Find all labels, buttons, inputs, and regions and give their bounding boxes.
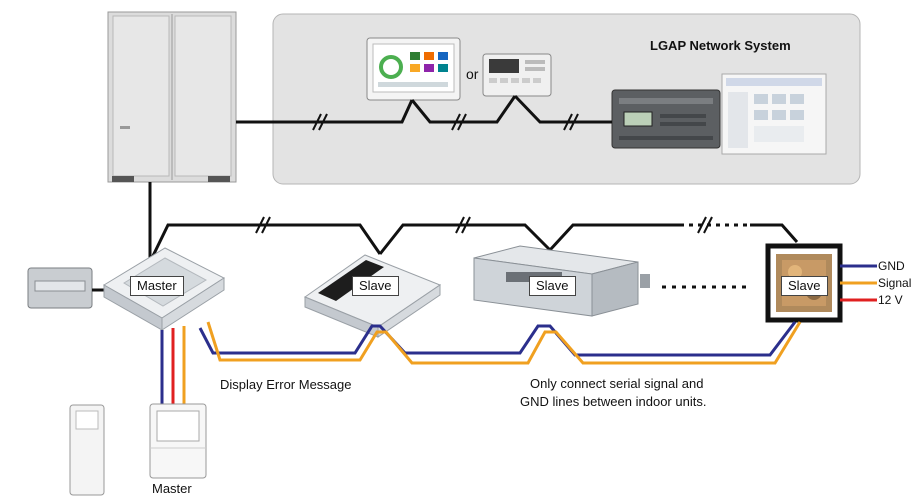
break-marks-top — [312, 113, 579, 131]
master-unit-label: Master — [130, 276, 184, 296]
power-legend-label: 12 V — [878, 293, 903, 307]
display-error-annotation: Display Error Message — [220, 377, 352, 392]
wiring-legend-lines — [840, 264, 877, 302]
pc-software-screen — [721, 73, 827, 155]
signal-legend-label: Signal — [878, 276, 912, 290]
network-line-indoor — [148, 223, 799, 263]
serial-note-line1: Only connect serial signal and — [530, 376, 704, 391]
gnd-legend-label: GND — [878, 259, 905, 273]
signal-wire — [206, 321, 802, 365]
slave3-unit-label: Slave — [781, 276, 828, 296]
outdoor-unit — [107, 11, 237, 183]
master-to-remote-wires — [160, 326, 186, 405]
network-line-top — [236, 94, 612, 124]
standby-remote-device — [69, 404, 105, 496]
accessory-box — [27, 267, 93, 309]
break-marks-indoor — [255, 216, 713, 234]
slave1-unit-label: Slave — [352, 276, 399, 296]
central-controller-device — [611, 89, 721, 149]
serial-wires — [198, 321, 802, 365]
master-remote-device — [149, 403, 207, 479]
or-label: or — [466, 66, 479, 82]
remote-master-label: Master — [152, 481, 192, 496]
wired-remote-device — [482, 53, 552, 97]
slave2-unit-label: Slave — [529, 276, 576, 296]
panel-title: LGAP Network System — [650, 38, 791, 53]
gnd-wire — [198, 321, 797, 357]
touch-controller-device — [366, 37, 461, 101]
serial-note-line2: GND lines between indoor units. — [520, 394, 707, 409]
